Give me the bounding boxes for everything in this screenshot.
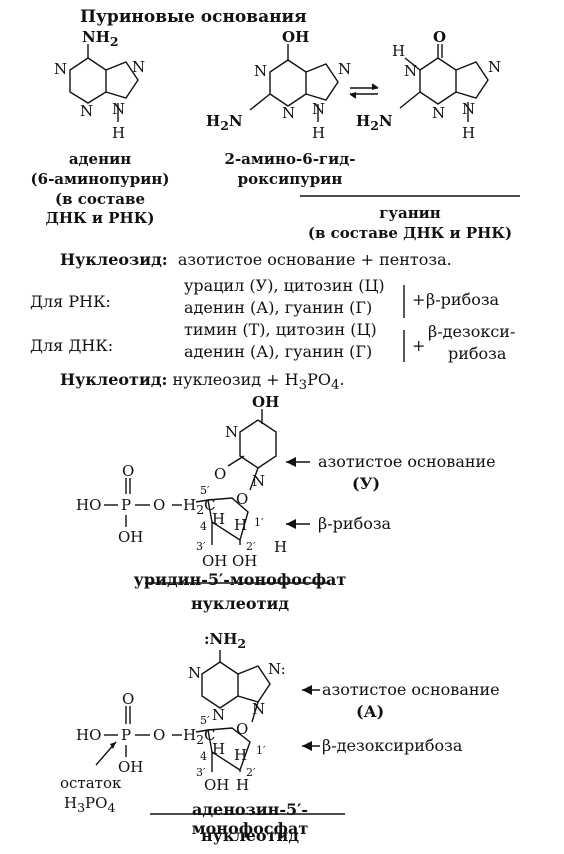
damp-base-letter: (А) (356, 702, 385, 721)
rna-bases-line2: аденин (А), гуанин (Г) (184, 298, 373, 317)
dna-plus: + (412, 336, 426, 355)
damp-h-left: H (212, 740, 226, 758)
ump-oh-bottom: OH (118, 528, 144, 546)
damp-o-top: O (122, 690, 135, 708)
damp-base-label: азотистое основание (322, 680, 500, 699)
guanine-keto-h2n: H2N (356, 112, 393, 133)
ump-c3: 3′ (196, 540, 206, 553)
ump-base-label: азотистое основание (318, 452, 496, 471)
ump-h2c: H2C (183, 496, 216, 517)
adenine-h: H (112, 124, 126, 142)
ump-oh2: OH (232, 552, 258, 570)
damp-ring-o: O (236, 720, 249, 738)
ump-ring-o: O (236, 490, 249, 508)
damp-nh2: :NH2 (204, 630, 247, 651)
ump-oh: OH (252, 393, 280, 411)
guanine-keto-n3: N (432, 104, 446, 122)
ump-n3: N (225, 423, 239, 441)
dna-bases-line2: аденин (А), гуанин (Г) (184, 342, 373, 361)
page-title: Пуриновые основания (80, 7, 307, 27)
damp-kind: нуклеотид (200, 826, 300, 845)
damp-residue-formula: H3PO4 (64, 794, 116, 815)
guanine-enol-n9: N (312, 100, 326, 118)
dna-sugar1: β-дезокси- (428, 322, 516, 341)
adenine-nh2: NH2 (82, 28, 119, 49)
ump-sugar-label: β-рибоза (318, 514, 392, 533)
guanine-enol-n3: N (282, 104, 296, 122)
damp-n1: N (188, 664, 202, 682)
ump-h-right: H (234, 516, 248, 534)
adenine-n3: N (80, 102, 94, 120)
guanine-label: гуанин (379, 204, 441, 222)
dna-sugar2: рибоза (448, 344, 507, 363)
guanine-enol-oh: OH (282, 28, 310, 46)
damp-n7: N: (268, 660, 286, 678)
damp-p: P (121, 726, 132, 744)
damp-sugar-label: β-дезоксирибоза (322, 736, 463, 755)
rna-sugar: β-рибоза (426, 290, 500, 309)
damp-name: аденозин-5′-монофосфат (191, 800, 309, 838)
nucleoside-definition: Нуклеозид: азотистое основание + пентоза… (60, 250, 452, 269)
guanine-enol-n7: N (338, 60, 352, 78)
adenine-n1: N (54, 60, 68, 78)
damp-h2: H (236, 776, 250, 794)
ump-o-top: O (122, 462, 135, 480)
damp-h-right: H (234, 746, 248, 764)
guanine-keto-h: H (462, 124, 476, 142)
adenine-note2: ДНК и РНК) (45, 209, 155, 227)
adenine-note1: (в составе (55, 190, 145, 208)
damp-c5: 5′ (200, 714, 210, 727)
ump-name: уридин-5′-монофосфат (133, 570, 347, 589)
ump-c2: 2′ (246, 540, 256, 553)
adenine-alt-name: (6-аминопурин) (30, 170, 170, 188)
damp-ho: HO (76, 726, 102, 744)
damp-n3: N (212, 706, 226, 724)
damp-h2c: H2C (183, 726, 216, 747)
nucleotide-definition: Нуклеотид: нуклеозид + H3PO4. (60, 370, 345, 394)
ump-c4: 4 (200, 520, 207, 533)
rna-plus: + (412, 290, 426, 309)
ump-o-link: O (153, 496, 166, 514)
damp-c3: 3′ (196, 766, 206, 779)
adenine-name: аденин (68, 150, 132, 168)
ump-c1: 1′ (254, 516, 264, 529)
guanine-enol-name1: 2-амино-6-гид- (224, 150, 356, 168)
damp-residue-label: остаток (60, 774, 122, 792)
dna-label: Для ДНК: (30, 336, 114, 355)
ump-c5: 5′ (200, 484, 210, 497)
ump-oh3: OH (202, 552, 228, 570)
guanine-keto-o: O (433, 28, 447, 46)
ump-p: P (121, 496, 132, 514)
guanine-enol-h2n: H2N (206, 112, 243, 133)
damp-c1: 1′ (256, 744, 266, 757)
guanine-enol-h: H (312, 124, 326, 142)
guanine-keto-n9: N (462, 100, 476, 118)
ump-o2: O (214, 465, 227, 483)
dna-bases-line1: тимин (Т), цитозин (Ц) (184, 320, 377, 339)
adenine-n9: N (112, 100, 126, 118)
damp-o-link: O (153, 726, 166, 744)
ump-h-out: H (274, 538, 288, 556)
guanine-note: (в составе ДНК и РНК) (307, 224, 513, 242)
damp-c4: 4 (200, 750, 207, 763)
rna-bases-line1: урацил (У), цитозин (Ц) (184, 276, 385, 295)
guanine-keto-n7: N (488, 58, 502, 76)
guanine-enol-n1: N (254, 62, 268, 80)
guanine-enol-name2: роксипурин (237, 170, 343, 188)
ump-kind: нуклеотид (190, 594, 290, 613)
adenine-n7: N (132, 58, 146, 76)
damp-oh-bottom: OH (118, 758, 144, 776)
ump-base-letter: (У) (352, 474, 381, 493)
rna-label: Для РНК: (30, 292, 111, 311)
damp-oh3: OH (204, 776, 230, 794)
damp-c2: 2′ (246, 766, 256, 779)
ump-h-left: H (212, 510, 226, 528)
guanine-keto-n1: N (404, 62, 418, 80)
guanine-keto-h-top: H (392, 42, 406, 60)
ump-n1: N (252, 472, 266, 490)
ump-ho: HO (76, 496, 102, 514)
damp-n9: N (252, 700, 266, 718)
